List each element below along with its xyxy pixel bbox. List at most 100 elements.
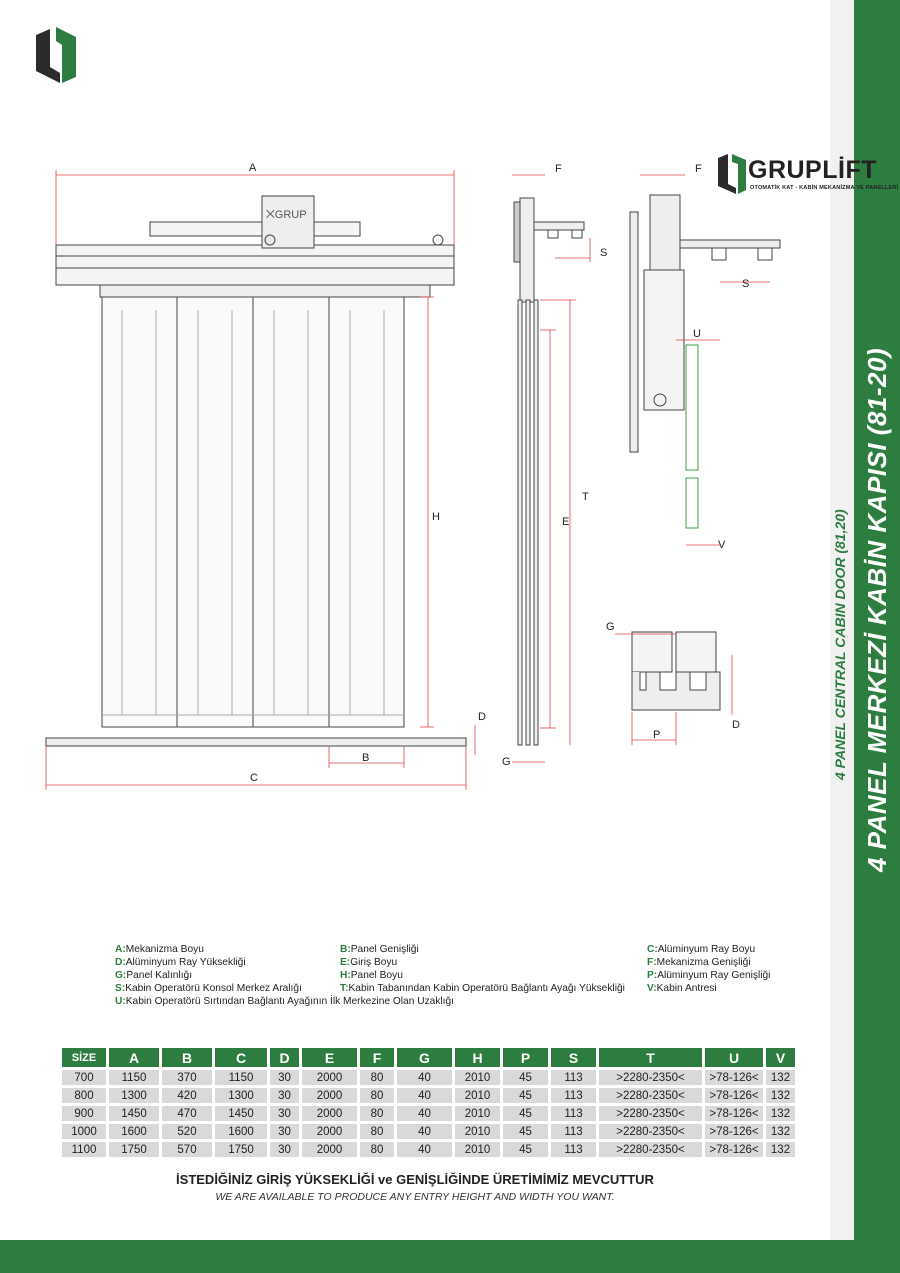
rail-dim-label-D: D bbox=[732, 719, 740, 731]
table-cell: 30 bbox=[270, 1088, 299, 1103]
header-V: V bbox=[766, 1048, 795, 1067]
table-cell: >2280-2350< bbox=[599, 1070, 702, 1085]
table-cell: 570 bbox=[162, 1142, 212, 1157]
table-cell: 113 bbox=[551, 1088, 596, 1103]
table-cell: 1600 bbox=[215, 1124, 267, 1139]
header-H: H bbox=[455, 1048, 500, 1067]
table-cell: >2280-2350< bbox=[599, 1124, 702, 1139]
dim-label-B: B bbox=[362, 752, 369, 764]
table-cell: 40 bbox=[397, 1142, 452, 1157]
table-cell: 30 bbox=[270, 1124, 299, 1139]
legend-item-G: G:Panel Kalınlığı bbox=[115, 970, 193, 981]
table-row: 1100 1750 570 1750 30 2000 80 40 2010 45… bbox=[62, 1142, 795, 1157]
rail-profile bbox=[631, 631, 721, 711]
dim-label-H: H bbox=[432, 511, 440, 523]
table-cell: 80 bbox=[360, 1124, 394, 1139]
legend-item-E: E:Giriş Boyu bbox=[340, 957, 398, 968]
table-cell: 1750 bbox=[109, 1142, 159, 1157]
table-cell: 2000 bbox=[302, 1142, 357, 1157]
header-A: A bbox=[109, 1048, 159, 1067]
detail-dim-label-V: V bbox=[718, 539, 726, 551]
rail-dim-label-P: P bbox=[653, 729, 660, 741]
table-cell: 45 bbox=[503, 1106, 548, 1121]
table-cell: 40 bbox=[397, 1106, 452, 1121]
table-cell: 113 bbox=[551, 1142, 596, 1157]
legend-item-S: S:Kabin Operatörü Konsol Merkez Aralığı bbox=[115, 983, 302, 994]
front-view: ⨉GRUP bbox=[45, 195, 467, 747]
header-U: U bbox=[705, 1048, 763, 1067]
table-cell: >2280-2350< bbox=[599, 1106, 702, 1121]
table-cell: 700 bbox=[62, 1070, 106, 1085]
bottom-band-green bbox=[0, 1240, 900, 1273]
table-cell: 132 bbox=[766, 1106, 795, 1121]
table-cell: 113 bbox=[551, 1070, 596, 1085]
table-cell: 2010 bbox=[455, 1088, 500, 1103]
side-dim-label-G: G bbox=[502, 756, 511, 768]
header-T: T bbox=[599, 1048, 702, 1067]
table-header-row: SİZE A B C D E F G H P S T U V bbox=[62, 1048, 795, 1067]
side-dimensions bbox=[512, 174, 591, 763]
table-cell: 132 bbox=[766, 1088, 795, 1103]
table-cell: 80 bbox=[360, 1142, 394, 1157]
rail-dimensions bbox=[615, 633, 733, 745]
table-cell: 2000 bbox=[302, 1088, 357, 1103]
side-dim-label-S: S bbox=[600, 247, 607, 259]
detail-view bbox=[629, 194, 781, 453]
table-cell: 1150 bbox=[215, 1070, 267, 1085]
table-cell: >78-126< bbox=[705, 1088, 763, 1103]
legend: A:Mekanizma Boyu B:Panel Genişliği C:Alü… bbox=[112, 944, 812, 1010]
legend-item-F: F:Mekanizma Genişliği bbox=[647, 957, 751, 968]
table-cell: 30 bbox=[270, 1106, 299, 1121]
legend-item-D: D:Alüminyum Ray Yüksekliği bbox=[115, 957, 246, 968]
legend-item-B: B:Panel Genişliği bbox=[340, 944, 419, 955]
table-cell: >78-126< bbox=[705, 1106, 763, 1121]
header-B: B bbox=[162, 1048, 212, 1067]
side-band-light bbox=[830, 0, 854, 1240]
side-dim-label-E: E bbox=[562, 516, 569, 528]
header-S: S bbox=[551, 1048, 596, 1067]
legend-item-T: T:Kabin Tabanından Kabin Operatörü Bağla… bbox=[340, 983, 625, 994]
table-cell: >2280-2350< bbox=[599, 1142, 702, 1157]
table-cell: 1000 bbox=[62, 1124, 106, 1139]
table-cell: 1600 bbox=[109, 1124, 159, 1139]
detail-dim-label-F: F bbox=[695, 163, 702, 175]
table-cell: >78-126< bbox=[705, 1124, 763, 1139]
table-cell: >78-126< bbox=[705, 1070, 763, 1085]
table-cell: 370 bbox=[162, 1070, 212, 1085]
table-cell: 2010 bbox=[455, 1070, 500, 1085]
brand-name: GRUPLİFT bbox=[748, 156, 877, 184]
table-cell: >78-126< bbox=[705, 1142, 763, 1157]
header-F: F bbox=[360, 1048, 394, 1067]
dim-label-A: A bbox=[249, 162, 257, 174]
table-cell: 2000 bbox=[302, 1070, 357, 1085]
svg-text:⨉GRUP: ⨉GRUP bbox=[266, 209, 307, 221]
header-D: D bbox=[270, 1048, 299, 1067]
table-cell: 470 bbox=[162, 1106, 212, 1121]
logo-mark-icon bbox=[36, 27, 76, 83]
table-cell: 1750 bbox=[215, 1142, 267, 1157]
production-note-tr: İSTEDİĞİNİZ GİRİŞ YÜKSEKLİĞİ ve GENİŞLİĞ… bbox=[176, 1172, 654, 1187]
table-cell: 45 bbox=[503, 1124, 548, 1139]
table-cell: 113 bbox=[551, 1124, 596, 1139]
table-cell: 45 bbox=[503, 1088, 548, 1103]
table-cell: 30 bbox=[270, 1070, 299, 1085]
table-cell: >2280-2350< bbox=[599, 1088, 702, 1103]
detail-dimensions bbox=[640, 174, 770, 546]
rail-dim-label-G: G bbox=[606, 621, 615, 633]
side-dim-label-T: T bbox=[582, 491, 589, 503]
front-dimensions bbox=[45, 170, 476, 790]
production-note-en: WE ARE AVAILABLE TO PRODUCE ANY ENTRY HE… bbox=[215, 1191, 615, 1203]
table-cell: 420 bbox=[162, 1088, 212, 1103]
table-cell: 80 bbox=[360, 1070, 394, 1085]
table-cell: 2000 bbox=[302, 1124, 357, 1139]
legend-item-P: P:Alüminyum Ray Genişliği bbox=[647, 970, 771, 981]
legend-item-V: V:Kabin Antresi bbox=[647, 983, 717, 994]
table-cell: 132 bbox=[766, 1124, 795, 1139]
table-cell: 40 bbox=[397, 1088, 452, 1103]
table-cell: 113 bbox=[551, 1106, 596, 1121]
table-cell: 132 bbox=[766, 1070, 795, 1085]
table-cell: 45 bbox=[503, 1142, 548, 1157]
table-cell: 1450 bbox=[215, 1106, 267, 1121]
detail-dim-label-U: U bbox=[693, 328, 701, 340]
table-cell: 45 bbox=[503, 1070, 548, 1085]
